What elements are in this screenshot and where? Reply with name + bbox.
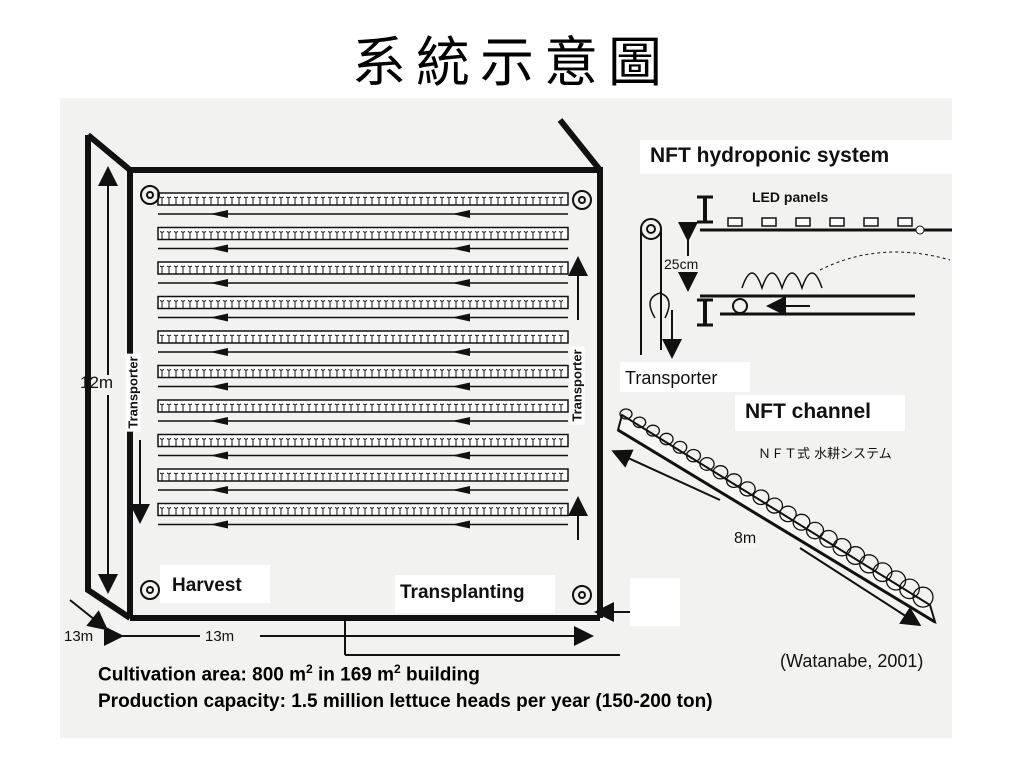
cultivation-rack	[157, 226, 569, 253]
dimension-lines	[69, 166, 640, 656]
cultivation-rack	[157, 468, 569, 494]
cultivation-rack	[157, 192, 569, 218]
cultivation-rack	[157, 502, 569, 529]
transporter-flow-arrows	[130, 256, 588, 540]
cultivation-rack	[157, 399, 569, 425]
footer-text: Cultivation area: 800 m2 in 169 m2 build…	[98, 656, 713, 715]
cultivation-rack	[157, 433, 569, 460]
transplanting-label: Transplanting	[400, 582, 525, 603]
slide-title: 系統示意圖	[352, 31, 672, 94]
nft-channel-inset	[611, 395, 937, 627]
nft-channel-japanese-label: ＮＦＴ式 水耕システム	[758, 447, 892, 462]
led-panels-label: LED panels	[752, 189, 829, 205]
citation: (Watanabe, 2001)	[780, 651, 924, 671]
width-label: 13m	[205, 628, 235, 645]
building-frame	[85, 118, 603, 621]
nft-system-inset	[620, 140, 952, 392]
cultivation-rack	[157, 295, 569, 322]
depth-label: 13m	[64, 628, 94, 645]
cultivation-racks	[157, 192, 569, 529]
cultivation-area-line: Cultivation area: 800 m2 in 169 m2 build…	[98, 662, 480, 686]
cultivation-rack	[157, 330, 569, 356]
right-transporter-label: Transporter	[569, 346, 585, 425]
cultivation-rack	[157, 364, 569, 391]
channel-length-label: 8m	[734, 530, 757, 548]
nft-system-heading: NFT hydroponic system	[650, 144, 890, 167]
cultivation-rack	[157, 261, 569, 287]
nft-channel-heading: NFT channel	[745, 400, 872, 423]
height-label: 12m	[80, 373, 114, 392]
transporter-pulleys	[140, 185, 592, 605]
spacing-label: 25cm	[664, 256, 699, 272]
left-transporter-label: Transporter	[125, 353, 141, 432]
harvest-label: Harvest	[172, 575, 242, 596]
transporter-inset-label: Transporter	[625, 368, 718, 388]
production-capacity-line: Production capacity: 1.5 million lettuce…	[98, 691, 713, 713]
